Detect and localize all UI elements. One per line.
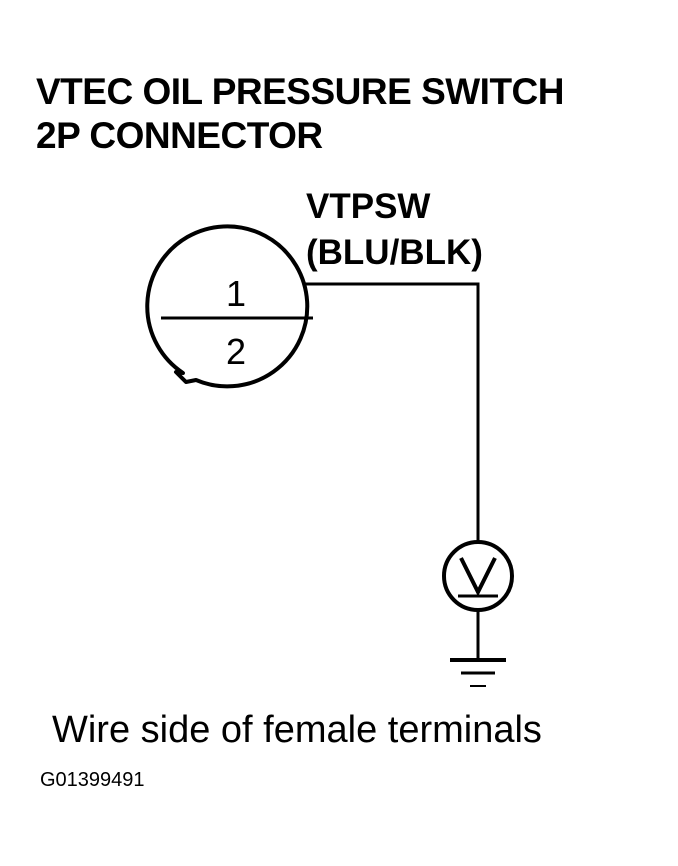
- wire-vtpsw: [304, 282, 480, 543]
- terminal-1-label: 1: [226, 273, 246, 314]
- wire-label: VTPSW (BLU/BLK): [306, 184, 483, 276]
- voltmeter-circle: [442, 540, 514, 612]
- title-line-1: VTEC OIL PRESSURE SWITCH: [36, 71, 565, 112]
- connector-housing: [145, 224, 310, 389]
- wire-name: VTPSW: [306, 187, 431, 226]
- voltmeter-v-symbol: [459, 557, 497, 597]
- ground-icon: [450, 658, 506, 687]
- title-line-2: 2P CONNECTOR: [36, 115, 323, 156]
- diagram-title: VTEC OIL PRESSURE SWITCH 2P CONNECTOR: [36, 70, 565, 158]
- terminal-2-label: 2: [226, 331, 246, 372]
- wire-color-code: (BLU/BLK): [306, 233, 483, 272]
- diagram-caption: Wire side of female terminals: [52, 709, 542, 751]
- figure-code: G01399491: [40, 769, 145, 791]
- voltmeter: V: [442, 540, 514, 612]
- connector-2p: 1 2: [145, 224, 313, 389]
